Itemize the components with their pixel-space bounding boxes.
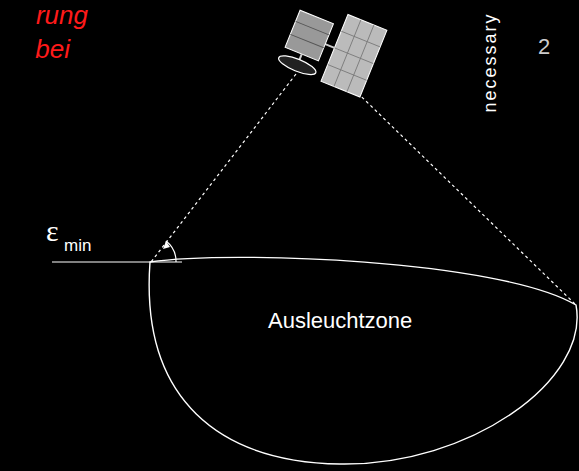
zone-label: Ausleuchtzone [268, 308, 412, 334]
zone-outline [140, 250, 579, 469]
page-number: 2 [538, 34, 550, 60]
vertical-note: necessary [479, 12, 500, 112]
cone-line [151, 74, 296, 262]
angle-arrowhead [163, 241, 170, 249]
angle-symbol: ε [46, 214, 59, 248]
angle-subscript: min [64, 236, 91, 256]
coverage-zone: Ausleuchtzone [140, 250, 579, 469]
heading-fragment: bei [35, 34, 70, 65]
horizon-line [52, 261, 182, 262]
heading-fragment: rung [36, 0, 88, 31]
satellite-symbol [276, 0, 386, 97]
cone-line [336, 72, 575, 304]
